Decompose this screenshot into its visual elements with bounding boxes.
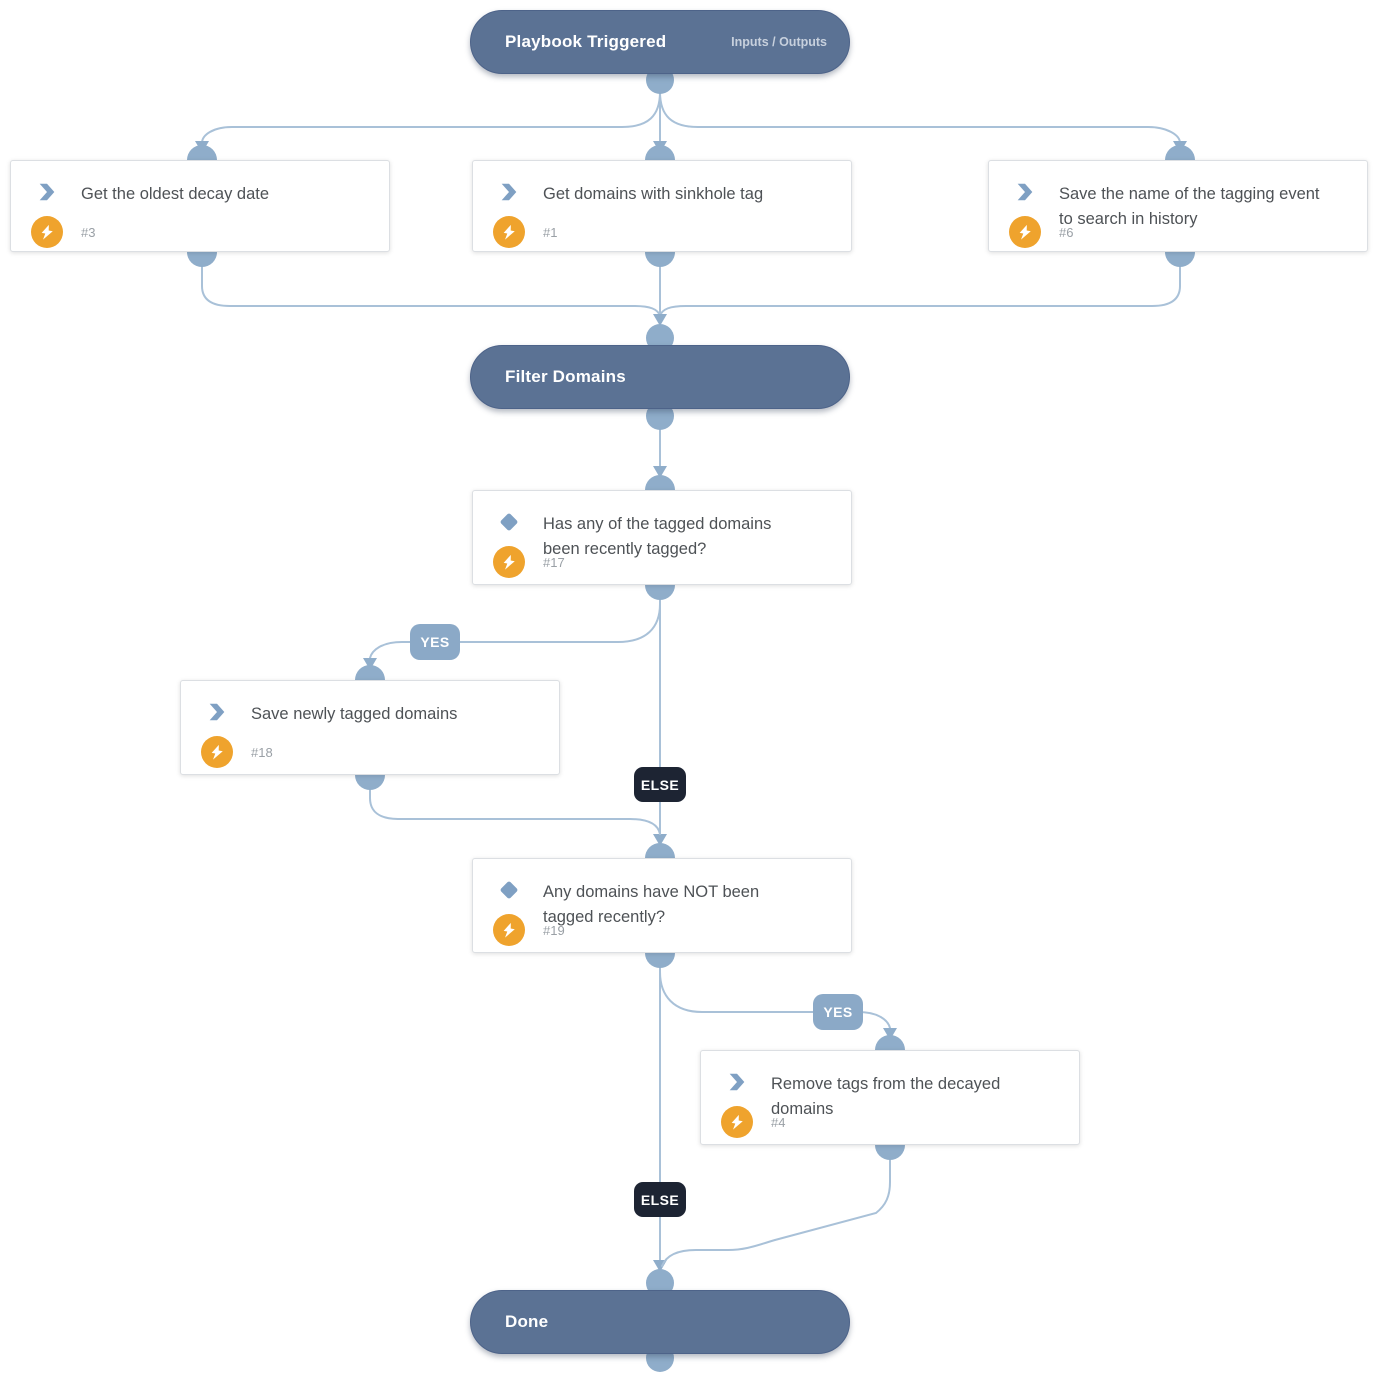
node-title: Remove tags from the decayed domains (771, 1075, 1001, 1118)
input-port[interactable] (875, 1035, 905, 1050)
end-node-done[interactable]: Done (470, 1290, 850, 1354)
edge-merge-18 (369, 787, 661, 835)
lightning-bolt-icon (201, 736, 233, 768)
input-port[interactable] (645, 145, 675, 160)
output-port[interactable] (1165, 252, 1195, 267)
input-port[interactable] (355, 665, 385, 680)
diamond-icon (498, 879, 520, 901)
lightning-bolt-icon (493, 216, 525, 248)
output-port[interactable] (187, 252, 217, 267)
yes-edge-label: YES (410, 624, 460, 660)
end-node-label: Done (505, 1312, 549, 1331)
edge-yes-left (369, 603, 661, 661)
output-port[interactable] (645, 585, 675, 600)
lightning-bolt-icon (721, 1106, 753, 1138)
output-port[interactable] (645, 252, 675, 267)
arrowhead (653, 466, 667, 478)
start-node-label: Playbook Triggered (505, 32, 667, 51)
action-node-save-newly-tagged-domains[interactable]: Save newly tagged domains #18 (180, 680, 560, 775)
node-title: Save newly tagged domains (251, 705, 458, 723)
yes-edge-label: YES (813, 994, 863, 1030)
node-title: Get the oldest decay date (81, 185, 270, 203)
filter-node-label: Filter Domains (505, 367, 626, 386)
node-title: Save the name of the tagging event to se… (1059, 185, 1320, 228)
decision-node-has-tagged-domains-recently-tagged[interactable]: Has any of the tagged domains been recen… (472, 490, 852, 585)
diamond-icon (498, 511, 520, 533)
edge-start-left (201, 91, 661, 144)
action-node-get-domains-with-sinkhole-tag[interactable]: Get domains with sinkhole tag #1 (472, 160, 852, 252)
action-node-get-oldest-decay-date[interactable]: Get the oldest decay date #3 (10, 160, 390, 252)
node-number: #19 (543, 923, 565, 938)
arrowhead (653, 834, 667, 846)
node-title: Any domains have NOT been tagged recentl… (543, 883, 760, 926)
chevron-right-icon (1014, 181, 1036, 203)
node-number: #3 (81, 225, 96, 240)
lightning-bolt-icon (493, 914, 525, 946)
node-number: #4 (771, 1115, 786, 1130)
edge-start-right (659, 91, 1181, 144)
node-number: #1 (543, 225, 558, 240)
node-title: Get domains with sinkhole tag (543, 185, 764, 203)
inputs-outputs-link[interactable]: Inputs / Outputs (731, 35, 827, 49)
else-edge-label: ELSE (634, 767, 686, 802)
chevron-right-icon (726, 1071, 748, 1093)
edge-merge-4 (661, 1157, 891, 1267)
else-edge-label: ELSE (634, 1182, 686, 1217)
chevron-right-icon (36, 181, 58, 203)
node-title: Has any of the tagged domains been recen… (543, 515, 772, 558)
chevron-right-icon (206, 701, 228, 723)
output-port[interactable] (355, 775, 385, 790)
edge-yes-right (659, 971, 891, 1031)
node-number: #18 (251, 745, 273, 760)
lightning-bolt-icon (31, 216, 63, 248)
arrowhead (653, 314, 667, 326)
lightning-bolt-icon (1009, 216, 1041, 248)
edge-converge-right (659, 251, 1181, 317)
edge-converge-left (201, 251, 661, 317)
node-number: #6 (1059, 225, 1074, 240)
action-node-remove-tags-from-decayed-domains[interactable]: Remove tags from the decayed domains #4 (700, 1050, 1080, 1145)
input-port[interactable] (645, 475, 675, 490)
decision-node-any-domains-not-tagged-recently[interactable]: Any domains have NOT been tagged recentl… (472, 858, 852, 953)
node-number: #17 (543, 555, 565, 570)
chevron-right-icon (498, 181, 520, 203)
output-port[interactable] (645, 953, 675, 968)
action-node-save-tagging-event-name[interactable]: Save the name of the tagging event to se… (988, 160, 1368, 252)
input-port[interactable] (1165, 145, 1195, 160)
output-port[interactable] (875, 1145, 905, 1160)
arrowhead (883, 1028, 897, 1040)
start-node-playbook-triggered[interactable]: Playbook Triggered Inputs / Outputs (470, 10, 850, 74)
input-port[interactable] (187, 145, 217, 160)
filter-node-filter-domains[interactable]: Filter Domains (470, 345, 850, 409)
lightning-bolt-icon (493, 546, 525, 578)
input-port[interactable] (645, 843, 675, 858)
arrowhead (363, 658, 377, 670)
